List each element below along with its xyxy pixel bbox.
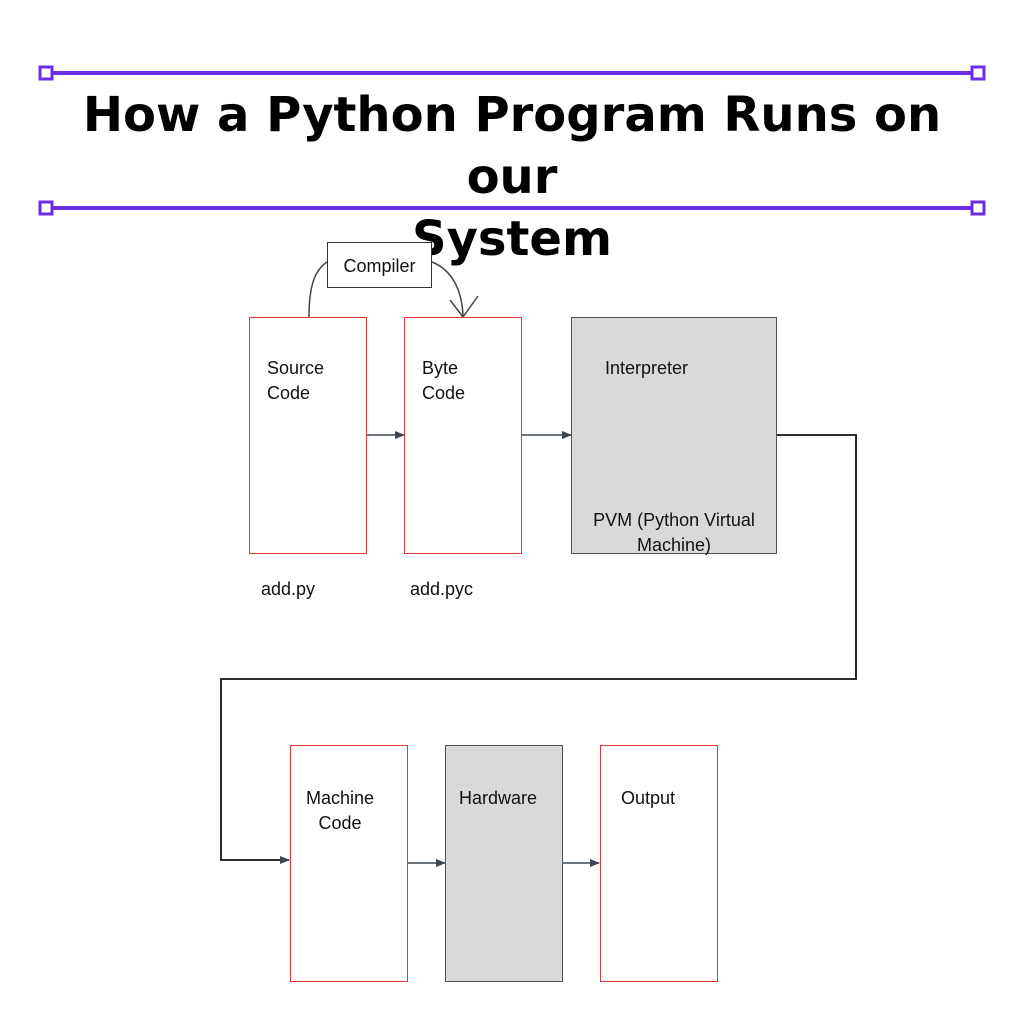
connector-interpreter-to-machine-code [220,434,857,864]
compiler-box: Compiler [327,242,432,288]
rule-handle-icon [38,200,54,216]
rule-handle-icon [970,200,986,216]
source-file-label: add.py [261,579,316,599]
machine-code-label: Machine Code [305,788,375,833]
interpreter-box [571,317,777,554]
title-rule-top [38,65,986,81]
hardware-label: Hardware [459,788,538,808]
source-code-box [249,317,367,554]
interpreter-label: Interpreter [605,358,689,378]
byte-file-label: add.pyc [410,579,474,599]
title-rule-bottom [38,200,986,216]
output-label: Output [621,788,676,808]
title-line-2: System [412,211,612,267]
rule-handle-icon [970,65,986,81]
compiler-curve-arrow [308,261,464,318]
page-title: How a Python Program Runs on our System [50,84,974,270]
source-code-label: Source Code [267,358,325,403]
hardware-box [445,745,563,982]
compiler-label: Compiler [343,256,416,276]
rule-handle-icon [38,65,54,81]
machine-code-box [290,745,408,982]
byte-code-box [404,317,522,554]
output-box [600,745,718,982]
title-line-1: How a Python Program Runs on our [82,87,942,205]
pvm-label: PVM (Python Virtual Machine) [593,510,755,555]
compiler-arrowhead-icon [449,295,479,319]
byte-code-label: Byte Code [422,358,466,403]
